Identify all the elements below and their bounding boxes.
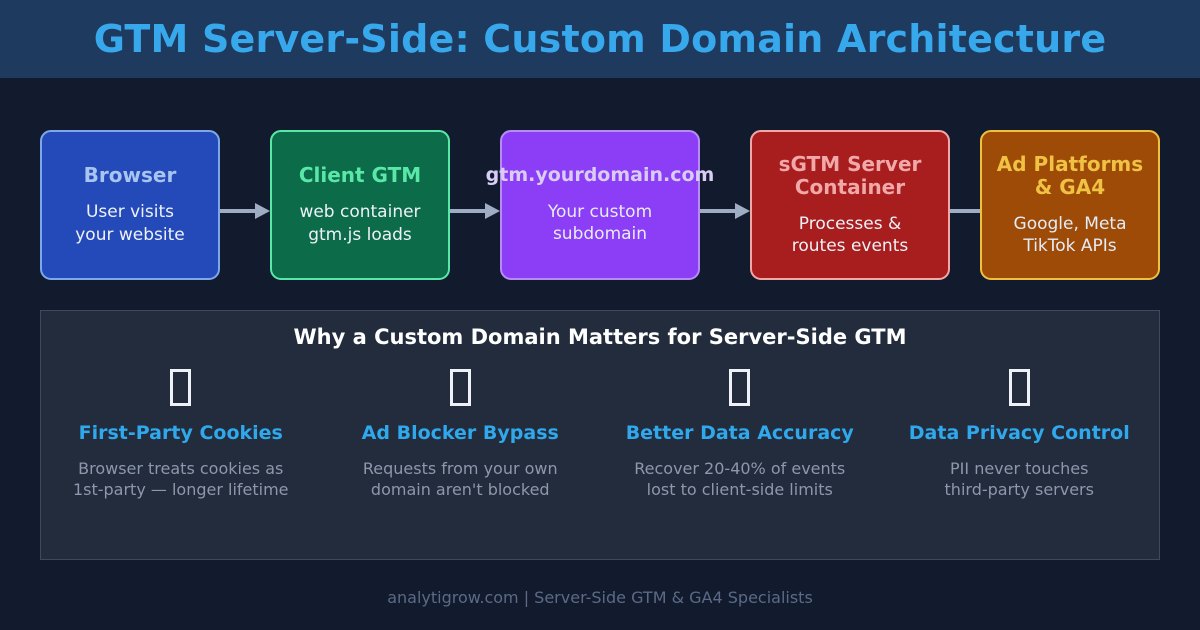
benefit-desc-line: 1st-party — longer lifetime xyxy=(72,479,289,499)
benefit-desc-line: Recover 20-40% of events xyxy=(634,458,846,478)
flow-node-desc-line: your website xyxy=(75,224,185,245)
page-header: GTM Server-Side: Custom Domain Architect… xyxy=(0,0,1200,78)
benefit-desc: Requests from your own domain aren't blo… xyxy=(331,459,591,501)
flow-node-desc: Your custom subdomain xyxy=(548,201,652,245)
flow-node-desc-line: web container xyxy=(299,202,421,223)
flow-node-browser: Browser User visits your website xyxy=(40,130,220,280)
benefit-item-better-data-accuracy: Better Data Accuracy Recover 20-40% of e… xyxy=(600,369,880,500)
flow-node-desc-line: routes events xyxy=(791,236,909,256)
flow-node-desc: Processes & routes events xyxy=(792,213,908,257)
page-title: GTM Server-Side: Custom Domain Architect… xyxy=(93,17,1107,61)
benefit-desc-line: third-party servers xyxy=(944,479,1094,499)
flow-node-title: Browser xyxy=(83,163,177,188)
flow-node-desc-line: Google, Meta xyxy=(1013,213,1127,234)
benefit-desc-line: domain aren't blocked xyxy=(370,479,550,499)
missing-glyph-box-icon xyxy=(449,369,471,406)
flow-node-desc: Google, Meta TikTok APIs xyxy=(1014,213,1127,257)
benefit-title: Better Data Accuracy xyxy=(625,422,854,444)
footer-credit: analytigrow.com | Server-Side GTM & GA4 … xyxy=(387,588,813,607)
flow-node-desc-line: TikTok APIs xyxy=(1023,236,1117,256)
benefit-desc-line: Requests from your own xyxy=(362,458,558,478)
flow-node-desc-line: subdomain xyxy=(552,223,648,244)
benefit-desc-line: Browser treats cookies as xyxy=(78,458,284,478)
missing-glyph-box-icon xyxy=(170,369,192,406)
flow-node-desc: web container gtm.js loads xyxy=(299,201,420,245)
flow-node-client-gtm: Client GTM web container gtm.js loads xyxy=(270,130,450,280)
flow-node-desc-line: Processes & xyxy=(798,213,902,234)
flow-node-desc: User visits your website xyxy=(75,201,185,245)
benefit-item-first-party-cookies: First-Party Cookies Browser treats cooki… xyxy=(41,369,321,500)
flow-node-custom-domain: gtm.yourdomain.com Your custom subdomain xyxy=(486,130,714,280)
arrow-shaft xyxy=(220,209,256,213)
flow-node-ad-platforms: Ad Platforms & GA4 Google, Meta TikTok A… xyxy=(980,130,1160,280)
flow-node-title: Ad Platforms & GA4 xyxy=(996,151,1144,199)
flow-node-title: Client GTM xyxy=(298,163,422,188)
benefit-title: Ad Blocker Bypass xyxy=(361,422,559,444)
benefits-grid: First-Party Cookies Browser treats cooki… xyxy=(41,369,1159,500)
arrow-right-icon xyxy=(700,203,750,219)
flow-node-desc-line: User visits xyxy=(85,202,175,223)
arrow-head xyxy=(255,203,270,219)
flow-node-title: sGTM Server Container xyxy=(778,151,922,199)
benefit-desc: Browser treats cookies as 1st-party — lo… xyxy=(51,459,311,501)
arrow-head xyxy=(485,203,500,219)
architecture-flow: Browser User visits your website Client … xyxy=(40,130,1160,280)
flow-node-sgtm-server: sGTM Server Container Processes & routes… xyxy=(750,130,950,280)
benefits-panel-title: Why a Custom Domain Matters for Server-S… xyxy=(293,325,907,349)
arrow-shaft xyxy=(950,209,986,213)
flow-node-desc-line: gtm.js loads xyxy=(308,224,412,245)
missing-glyph-box-icon xyxy=(1008,369,1030,406)
benefit-desc: PII never touches third-party servers xyxy=(890,459,1150,501)
benefit-desc: Recover 20-40% of events lost to client-… xyxy=(610,459,870,501)
benefit-desc-line: lost to client-side limits xyxy=(646,479,833,499)
arrow-shaft xyxy=(700,209,736,213)
arrow-right-icon xyxy=(220,203,270,219)
flow-node-title: gtm.yourdomain.com xyxy=(485,163,715,186)
benefit-title: Data Privacy Control xyxy=(908,422,1130,444)
flow-node-desc-line: Your custom xyxy=(547,201,653,222)
benefit-title: First-Party Cookies xyxy=(78,422,283,444)
benefits-panel: Why a Custom Domain Matters for Server-S… xyxy=(40,310,1160,560)
benefit-item-ad-blocker-bypass: Ad Blocker Bypass Requests from your own… xyxy=(321,369,601,500)
benefit-desc-line: PII never touches xyxy=(950,458,1089,478)
arrow-head xyxy=(735,203,750,219)
arrow-right-icon xyxy=(450,203,500,219)
benefit-item-data-privacy-control: Data Privacy Control PII never touches t… xyxy=(880,369,1160,500)
arrow-shaft xyxy=(450,209,486,213)
missing-glyph-box-icon xyxy=(729,369,751,406)
